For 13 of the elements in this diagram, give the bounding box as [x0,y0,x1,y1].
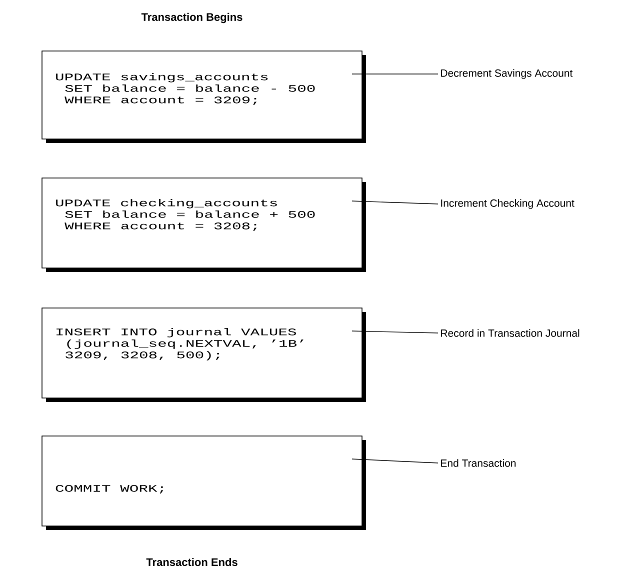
leader-line [352,330,438,334]
code-box: COMMIT WORK; [42,436,366,530]
code-box: INSERT INTO journal VALUES (journal_seq.NEXTVAL, ’1B’ 3209, 3208, 500); [42,308,366,402]
leader-line [352,458,438,464]
annotation-text: Record in Transaction Journal [441,329,580,337]
heading: Transaction Begins [141,12,242,24]
code-box: UPDATE savings_accounts SET balance = balance - 500 WHERE account = 3209; [42,50,366,143]
annotation-text: Increment Checking Account [441,199,574,209]
code-box: UPDATE checking_accounts SET balance = balance + 500 WHERE account = 3208; [42,178,366,272]
leader-line [352,200,438,204]
annotation-text: End Transaction [441,459,516,467]
annotation-text: Decrement Savings Account [441,69,573,79]
heading: Transaction Ends [146,558,238,566]
